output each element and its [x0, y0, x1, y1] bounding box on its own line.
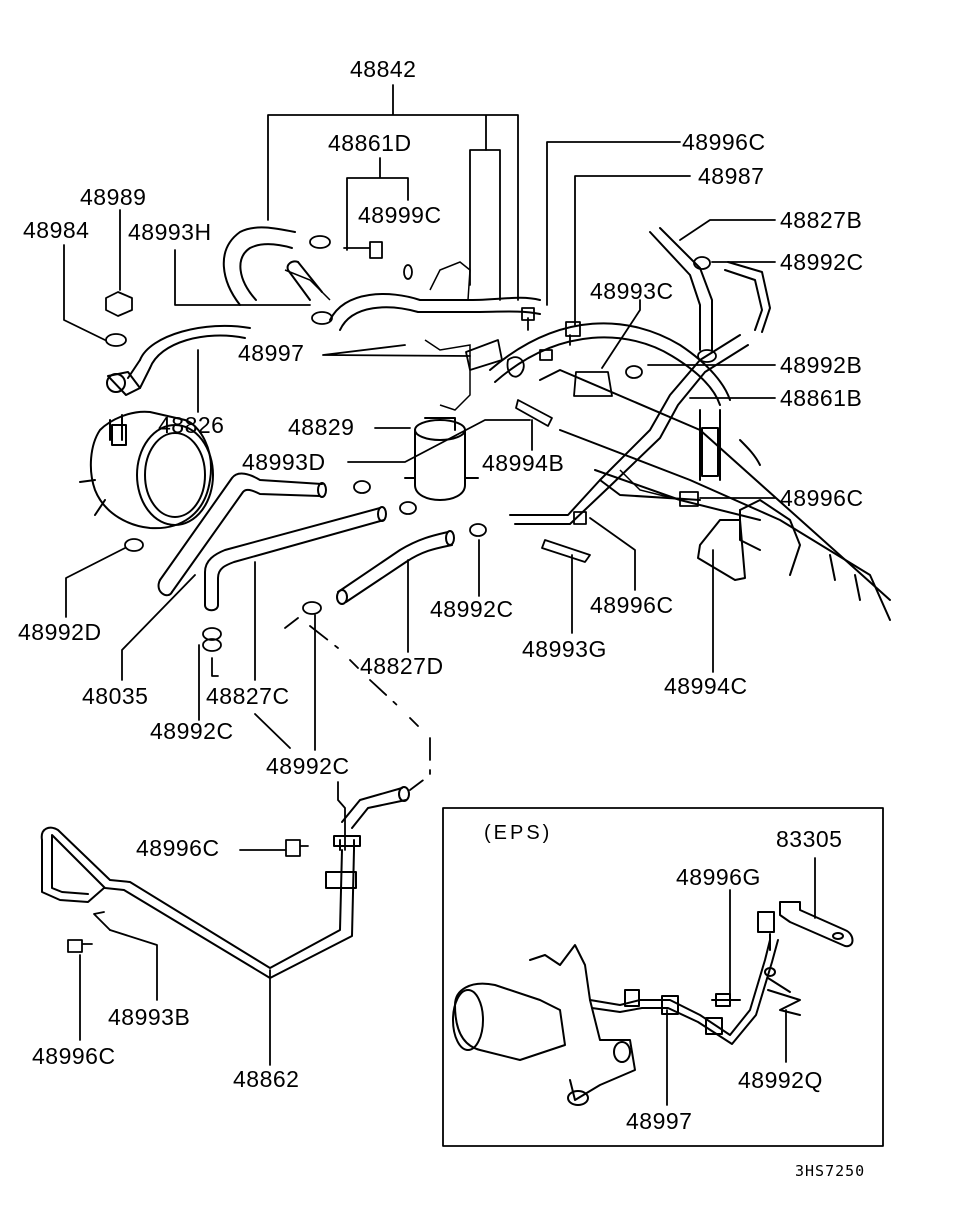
label-48862: 48862 — [233, 1066, 300, 1092]
label-48996c-lower: 48996C — [136, 835, 220, 861]
label-48993h: 48993H — [128, 219, 212, 245]
drawing-code: 3HS7250 — [795, 1162, 866, 1180]
label-83305: 83305 — [776, 826, 843, 852]
label-48827d: 48827D — [360, 653, 444, 679]
label-48993c: 48993C — [590, 278, 674, 304]
label-48827c: 48827C — [206, 683, 290, 709]
label-48035: 48035 — [82, 683, 149, 709]
label-48996c-center: 48996C — [590, 592, 674, 618]
label-48861b: 48861B — [780, 385, 863, 411]
label-48987: 48987 — [698, 163, 765, 189]
label-48994b: 48994B — [482, 450, 565, 476]
label-48997-main: 48997 — [238, 340, 305, 366]
label-48861d: 48861D — [328, 130, 412, 156]
lower-return-pipe — [40, 786, 410, 979]
label-48994c: 48994C — [664, 673, 748, 699]
leader-lines — [63, 84, 816, 1106]
label-48827b: 48827B — [780, 207, 863, 233]
label-48997-inset: 48997 — [626, 1108, 693, 1134]
label-48993g: 48993G — [522, 636, 607, 662]
label-48992c-center: 48992C — [430, 596, 514, 622]
label-48999c: 48999C — [358, 202, 442, 228]
inset-title: (EPS) — [484, 822, 553, 844]
label-48992c-lower: 48992C — [266, 753, 350, 779]
label-48992b: 48992B — [780, 352, 863, 378]
label-48842: 48842 — [350, 56, 417, 82]
label-48996c-bottom: 48996C — [32, 1043, 116, 1069]
power-steering-pump — [79, 410, 214, 530]
label-48826: 48826 — [158, 412, 225, 438]
eps-inset — [442, 807, 884, 1147]
label-48992c-left: 48992C — [150, 718, 234, 744]
label-48992d: 48992D — [18, 619, 102, 645]
label-48989: 48989 — [80, 184, 147, 210]
label-48992q: 48992Q — [738, 1067, 823, 1093]
label-48829: 48829 — [288, 414, 355, 440]
label-48993d: 48993D — [242, 449, 326, 475]
label-48996c-top: 48996C — [682, 129, 766, 155]
label-48996c-mid: 48996C — [780, 485, 864, 511]
label-48993b: 48993B — [108, 1004, 191, 1030]
label-48992c-right: 48992C — [780, 249, 864, 275]
label-48996g: 48996G — [676, 864, 761, 890]
clamps-and-fittings — [67, 235, 717, 953]
label-48984: 48984 — [23, 217, 90, 243]
reservoir — [404, 417, 479, 501]
engine-outline — [284, 261, 681, 501]
